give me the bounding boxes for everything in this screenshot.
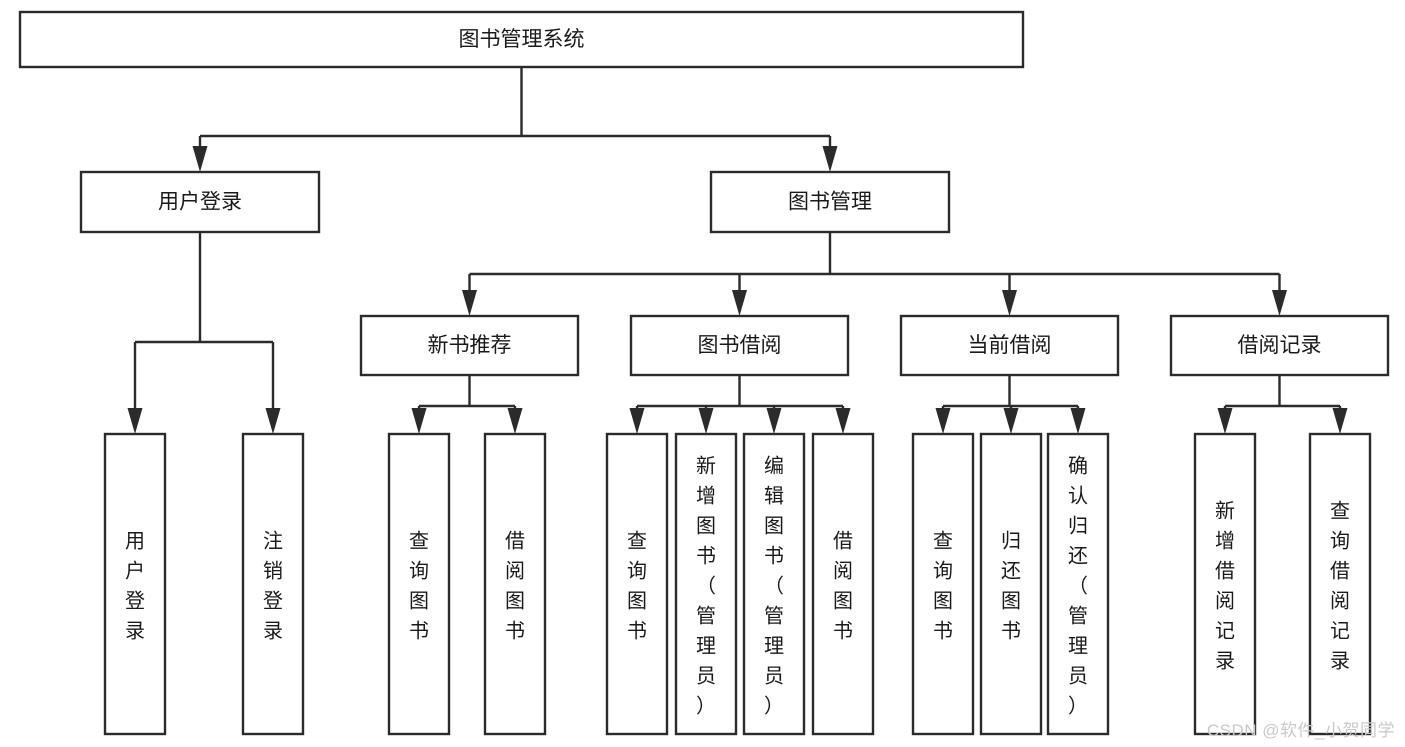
node-box-leaf-current-query-book[interactable]	[911, 432, 975, 736]
connector-group-user-login	[127, 232, 281, 434]
node-box-leaf-borrow-query-book[interactable]	[605, 432, 669, 736]
node-book-borrow[interactable]: 图书借阅	[629, 314, 850, 377]
node-leaf-current-return-book[interactable]: 归还图书	[979, 432, 1043, 736]
node-box-book-manage[interactable]	[709, 170, 951, 234]
node-leaf-borrow-query-book[interactable]: 查询图书	[605, 432, 669, 736]
connector-group-book-borrow	[629, 375, 851, 434]
node-leaf-current-confirm-return[interactable]: 确认归还（管理员）	[1046, 432, 1110, 736]
node-label-leaf-current-confirm-return: 确认归还（管理员）	[1068, 454, 1088, 717]
node-box-new-book-rec[interactable]	[359, 314, 580, 377]
nodes-layer: 图书管理系统用户登录图书管理新书推荐图书借阅当前借阅借阅记录用户登录注销登录查询…	[18, 10, 1390, 736]
node-leaf-logout[interactable]: 注销登录	[241, 432, 305, 736]
node-leaf-rec-borrow-book[interactable]: 借阅图书	[483, 432, 547, 736]
node-box-leaf-borrow-borrow-book[interactable]	[811, 432, 875, 736]
connectors-layer	[127, 67, 1348, 434]
node-label-book-borrow: 图书借阅	[698, 334, 782, 357]
node-label-leaf-current-return-book: 归还图书	[1001, 529, 1021, 642]
node-leaf-current-query-book[interactable]: 查询图书	[911, 432, 975, 736]
node-label-book-manage: 图书管理	[788, 191, 872, 214]
node-label-leaf-borrow-edit-book: 编辑图书（管理员）	[764, 454, 784, 717]
node-box-leaf-borrow-add-book[interactable]	[674, 432, 738, 736]
node-label-leaf-record-add: 新增借阅记录	[1215, 499, 1235, 672]
node-box-leaf-current-confirm-return[interactable]	[1046, 432, 1110, 736]
node-box-leaf-record-query[interactable]	[1308, 432, 1372, 736]
node-label-borrow-record: 借阅记录	[1238, 334, 1322, 357]
node-box-leaf-user-login[interactable]	[103, 432, 167, 736]
node-label-leaf-borrow-add-book: 新增图书（管理员）	[696, 454, 716, 717]
connector-group-borrow-record	[1217, 375, 1348, 434]
node-leaf-user-login[interactable]: 用户登录	[103, 432, 167, 736]
connector-group-root	[192, 67, 838, 172]
node-box-leaf-rec-borrow-book[interactable]	[483, 432, 547, 736]
node-root[interactable]: 图书管理系统	[18, 10, 1025, 69]
connector-group-new-book-rec	[411, 375, 523, 434]
node-label-leaf-borrow-borrow-book: 借阅图书	[833, 529, 853, 642]
node-label-leaf-borrow-query-book: 查询图书	[627, 529, 647, 642]
node-current-borrow[interactable]: 当前借阅	[899, 314, 1120, 377]
node-label-leaf-rec-borrow-book: 借阅图书	[505, 529, 525, 642]
node-box-leaf-borrow-edit-book[interactable]	[742, 432, 806, 736]
node-box-user-login[interactable]	[79, 170, 321, 234]
node-box-leaf-record-add[interactable]	[1193, 432, 1257, 736]
node-leaf-borrow-edit-book[interactable]: 编辑图书（管理员）	[742, 432, 806, 736]
node-box-book-borrow[interactable]	[629, 314, 850, 377]
node-book-manage[interactable]: 图书管理	[709, 170, 951, 234]
node-user-login[interactable]: 用户登录	[79, 170, 321, 234]
node-label-leaf-rec-query-book: 查询图书	[409, 529, 429, 642]
node-label-new-book-rec: 新书推荐	[428, 334, 512, 357]
node-borrow-record[interactable]: 借阅记录	[1169, 314, 1390, 377]
node-leaf-borrow-borrow-book[interactable]: 借阅图书	[811, 432, 875, 736]
node-box-leaf-rec-query-book[interactable]	[387, 432, 451, 736]
node-label-leaf-record-query: 查询借阅记录	[1330, 499, 1350, 672]
node-label-current-borrow: 当前借阅	[968, 334, 1052, 357]
node-label-leaf-user-login: 用户登录	[125, 530, 145, 642]
node-leaf-rec-query-book[interactable]: 查询图书	[387, 432, 451, 736]
node-leaf-record-add[interactable]: 新增借阅记录	[1193, 432, 1257, 736]
node-label-root: 图书管理系统	[459, 28, 585, 51]
node-box-borrow-record[interactable]	[1169, 314, 1390, 377]
node-box-current-borrow[interactable]	[899, 314, 1120, 377]
node-leaf-borrow-add-book[interactable]: 新增图书（管理员）	[674, 432, 738, 736]
node-label-leaf-current-query-book: 查询图书	[933, 529, 953, 642]
node-box-root[interactable]	[18, 10, 1025, 69]
node-box-leaf-logout[interactable]	[241, 432, 305, 736]
node-leaf-record-query[interactable]: 查询借阅记录	[1308, 432, 1372, 736]
connector-group-book-manage	[462, 232, 1287, 316]
node-label-user-login: 用户登录	[158, 191, 242, 214]
connector-group-current-borrow	[935, 375, 1086, 434]
node-label-leaf-logout: 注销登录	[263, 529, 283, 642]
node-new-book-rec[interactable]: 新书推荐	[359, 314, 580, 377]
node-box-leaf-current-return-book[interactable]	[979, 432, 1043, 736]
